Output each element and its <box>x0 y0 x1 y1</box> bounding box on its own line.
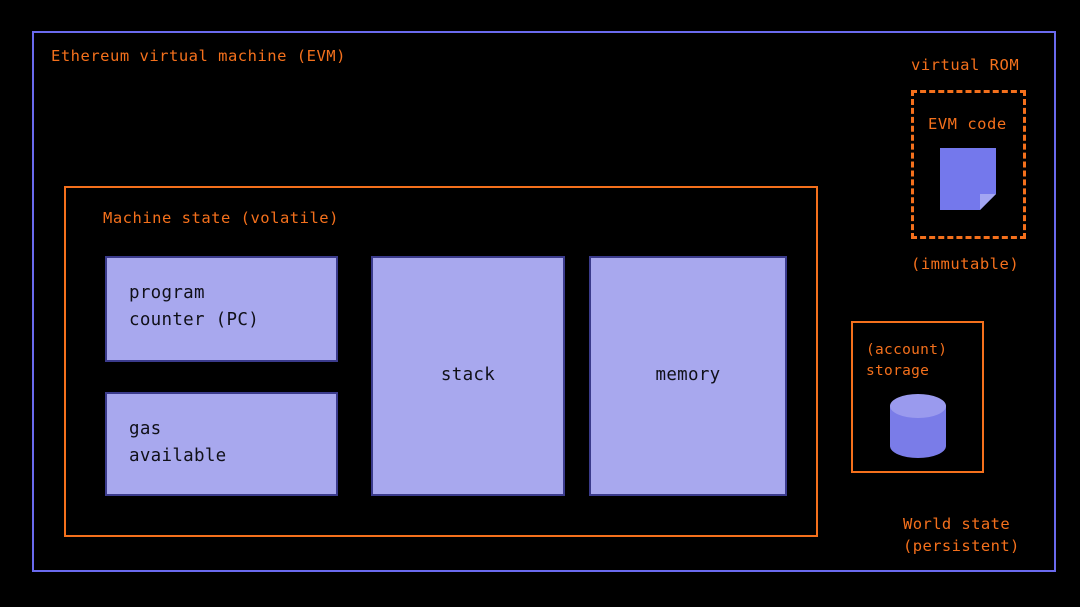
program-counter-box: program counter (PC) <box>105 256 338 362</box>
memory-box: memory <box>589 256 787 496</box>
gas-available-box: gas available <box>105 392 338 496</box>
evm-outer-frame <box>32 31 1056 572</box>
evm-title: Ethereum virtual machine (EVM) <box>51 47 346 65</box>
virtual-rom-box <box>911 90 1026 239</box>
virtual-rom-label: virtual ROM <box>911 56 1020 74</box>
account-storage-label: (account) storage <box>866 342 948 380</box>
account-storage-box <box>851 321 984 473</box>
machine-state-title: Machine state (volatile) <box>103 209 339 227</box>
database-cylinder-icon <box>890 394 946 458</box>
world-state-label: World state (persistent) <box>903 515 1020 556</box>
machine-state-panel <box>64 186 818 537</box>
evm-code-label: EVM code <box>928 115 1007 133</box>
document-icon <box>940 148 996 210</box>
stack-box: stack <box>371 256 565 496</box>
immutable-label: (immutable) <box>911 255 1020 273</box>
